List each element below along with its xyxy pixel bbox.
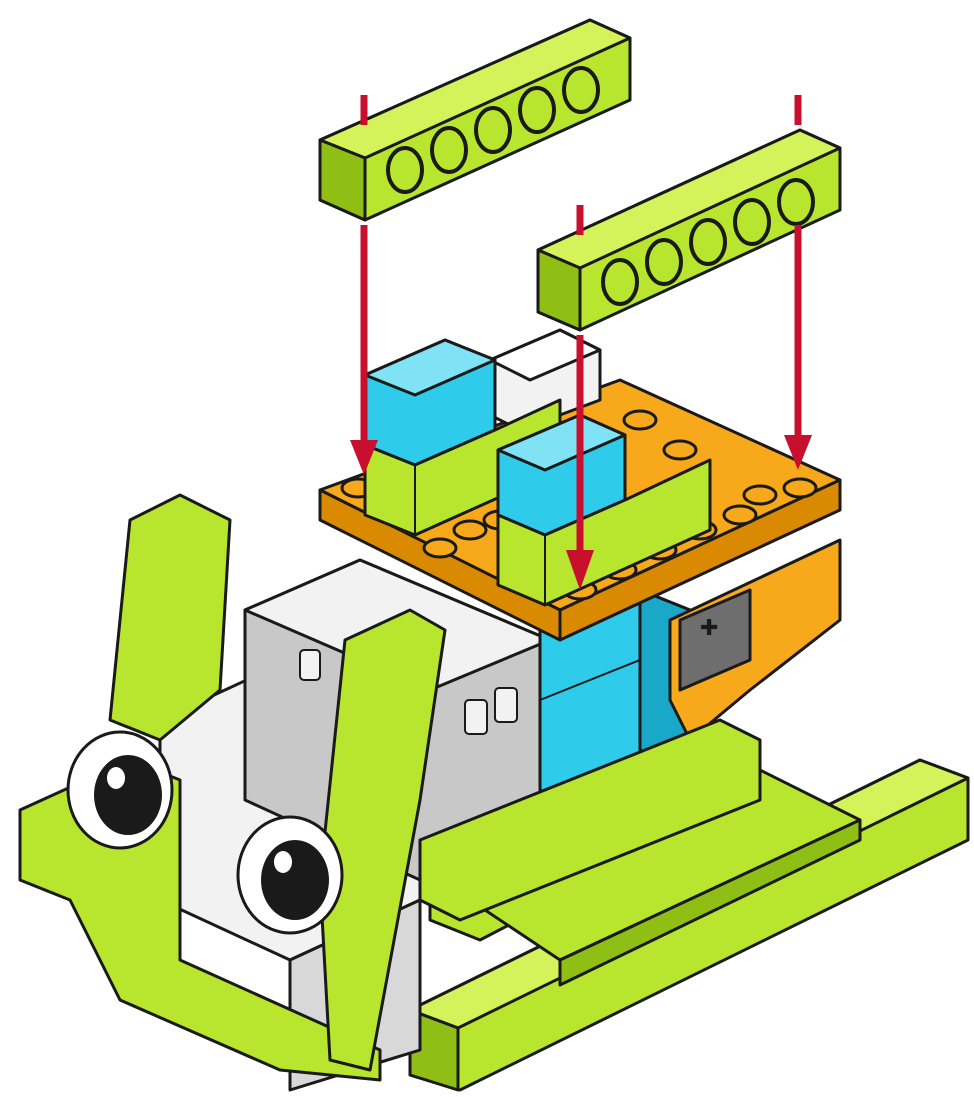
stud — [664, 441, 696, 459]
beam-hole — [603, 260, 637, 304]
beam-hole — [520, 88, 554, 132]
stud — [784, 479, 816, 497]
stud — [424, 539, 456, 557]
beam-hole — [779, 180, 813, 224]
stud — [624, 411, 656, 429]
beam-hole — [691, 220, 725, 264]
beam-hole — [432, 128, 466, 172]
eye-left-icon — [68, 732, 172, 848]
axle-hole-icon: ✚ — [700, 616, 718, 641]
stud — [724, 506, 756, 524]
stud — [744, 486, 776, 504]
beam-hole — [476, 108, 510, 152]
beam-hole — [564, 68, 598, 112]
stud — [454, 521, 486, 539]
svg-text:✚: ✚ — [700, 616, 718, 641]
eye-right-icon — [238, 817, 342, 933]
beam-hole — [647, 240, 681, 284]
beam-hole — [388, 148, 422, 192]
beam-hole — [735, 200, 769, 244]
